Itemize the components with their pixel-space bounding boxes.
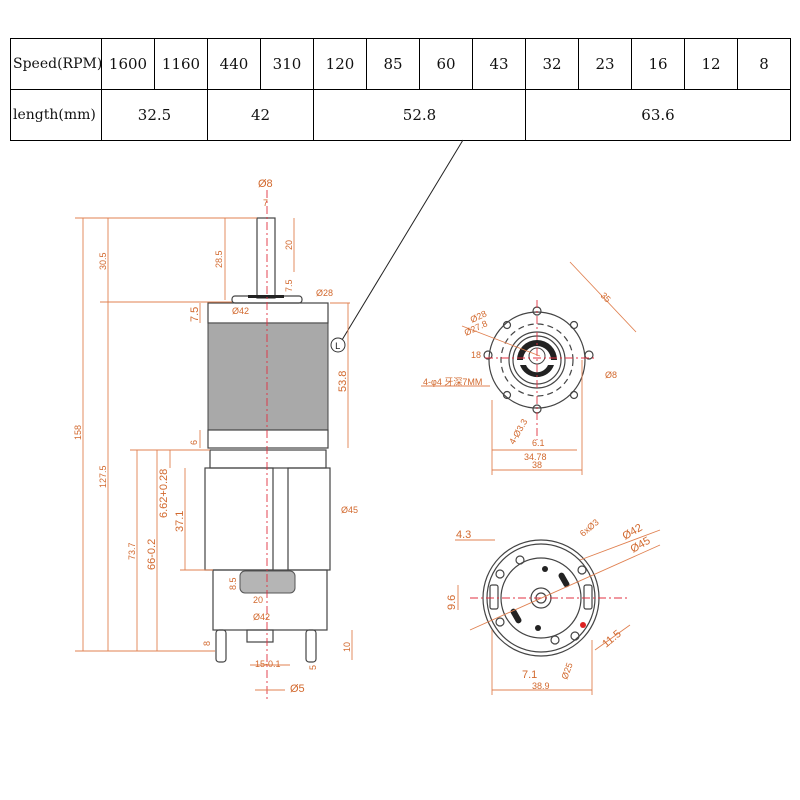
side-view: Ø8 7 30.5 28.5 20 7.5 Ø28 7.5 Ø42 L 53.8… [73, 178, 358, 700]
dim-label: 6.62+0.28 [158, 469, 170, 518]
dim-label: 8.5 [228, 577, 238, 590]
length-cell: 42 [207, 89, 314, 141]
mounting-hole [502, 390, 512, 400]
dim-label: Ø8 [258, 178, 273, 190]
dim-label: 18 [471, 350, 481, 360]
dim-label: 15-0.1 [255, 659, 281, 669]
speed-cell: 85 [366, 38, 420, 90]
output-shaft [256, 217, 276, 299]
dim-label: Ø5 [290, 683, 305, 695]
gearbox-top-band [207, 302, 329, 324]
mounting-hole [569, 390, 579, 400]
dim-label: 127.5 [98, 465, 108, 488]
polarity-mark [580, 622, 586, 628]
dim-label: 6xØ3 [578, 517, 601, 538]
terminal-slot [583, 584, 593, 610]
shaft-bearing [248, 295, 284, 298]
terminal-slot [489, 584, 499, 610]
length-marker [330, 337, 346, 353]
dim-label: 6 [189, 440, 199, 445]
speed-cell: 60 [419, 38, 473, 90]
rear-view: 4.3 6xØ3 Ø42 Ø45 9.6 11.5 Ø25 7.1 38.9 [446, 517, 661, 695]
dim-label: 4-Ø3.3 [507, 417, 529, 446]
dim-label: 10 [342, 642, 352, 652]
speed-header: Speed(RPM) [10, 38, 102, 90]
dim-label: 7.5 [189, 307, 201, 322]
gearbox-bottom-band [207, 429, 329, 449]
dim-label: 7 [263, 198, 268, 208]
dim-label: 7.5 [284, 279, 294, 292]
gear-housing-detail [517, 340, 557, 360]
dim-label: 7.1 [522, 669, 537, 681]
dim-label: 35 [599, 290, 613, 304]
speed-cell: 1600 [101, 38, 155, 90]
length-row: length(mm) 32.5 42 52.8 63.6 [10, 89, 791, 141]
dim-label: 11.5 [600, 628, 623, 650]
dim-label: 53.8 [337, 371, 349, 392]
motor-body-right [287, 467, 331, 571]
dim-label: 158 [73, 425, 83, 440]
brush-window [239, 570, 296, 594]
terminal-left [215, 629, 227, 663]
length-cell: 32.5 [101, 89, 208, 141]
dim-label: 73.7 [127, 542, 137, 560]
motor-top-ring [209, 449, 327, 469]
dim-label: 28.5 [214, 250, 224, 268]
rear-shaft-boss [246, 629, 274, 643]
dim-label: Ø42 [253, 612, 270, 622]
gearbox-body [207, 322, 329, 431]
dim-label: 34.78 [524, 452, 547, 462]
dim-label: Ø45 [341, 505, 358, 515]
dim-label: 30.5 [98, 252, 108, 270]
dim-label: Ø42 [232, 306, 249, 316]
dim-label: 5 [308, 665, 318, 670]
mounting-hole [569, 320, 579, 330]
front-view: 35 Ø28 Ø27.8 18 Ø8 4-φ4 牙深7MM 4-Ø3.3 6.1… [421, 261, 637, 475]
length-header: length(mm) [10, 89, 102, 141]
dim-label: 38 [532, 460, 542, 470]
dim-label: 20 [284, 240, 294, 250]
speed-cell: 32 [525, 38, 579, 90]
dim-label: Ø8 [605, 370, 617, 380]
leader-line [341, 139, 464, 341]
length-cell: 63.6 [525, 89, 791, 141]
speed-cell: 440 [207, 38, 261, 90]
dim-label: 37.1 [174, 511, 186, 532]
mounting-hole [502, 320, 512, 330]
dim-label: Ø25 [559, 661, 574, 680]
speed-row: Speed(RPM) 1600 1160 440 310 120 85 60 4… [10, 38, 791, 90]
speed-cell: 16 [631, 38, 685, 90]
dim-label: 8 [202, 641, 212, 646]
spec-table: Speed(RPM) 1600 1160 440 310 120 85 60 4… [10, 38, 791, 141]
dim-label: 66-0.2 [146, 539, 158, 570]
dim-label: Ø28 [316, 288, 333, 298]
motor-body-left [204, 467, 274, 571]
dim-label: 38.9 [532, 681, 550, 691]
speed-cell: 43 [472, 38, 526, 90]
length-cell: 52.8 [313, 89, 526, 141]
length-marker-label: L [335, 342, 340, 352]
speed-cell: 8 [737, 38, 791, 90]
dim-label: 4-φ4 牙深7MM [423, 377, 482, 387]
dim-label: 4.3 [456, 529, 471, 541]
mounting-hole [584, 350, 594, 360]
dim-label: 6.1 [532, 438, 545, 448]
mounting-hole [483, 350, 493, 360]
terminal-right [305, 629, 317, 663]
dim-label: 20 [253, 595, 263, 605]
dim-label: 9.6 [446, 595, 458, 610]
